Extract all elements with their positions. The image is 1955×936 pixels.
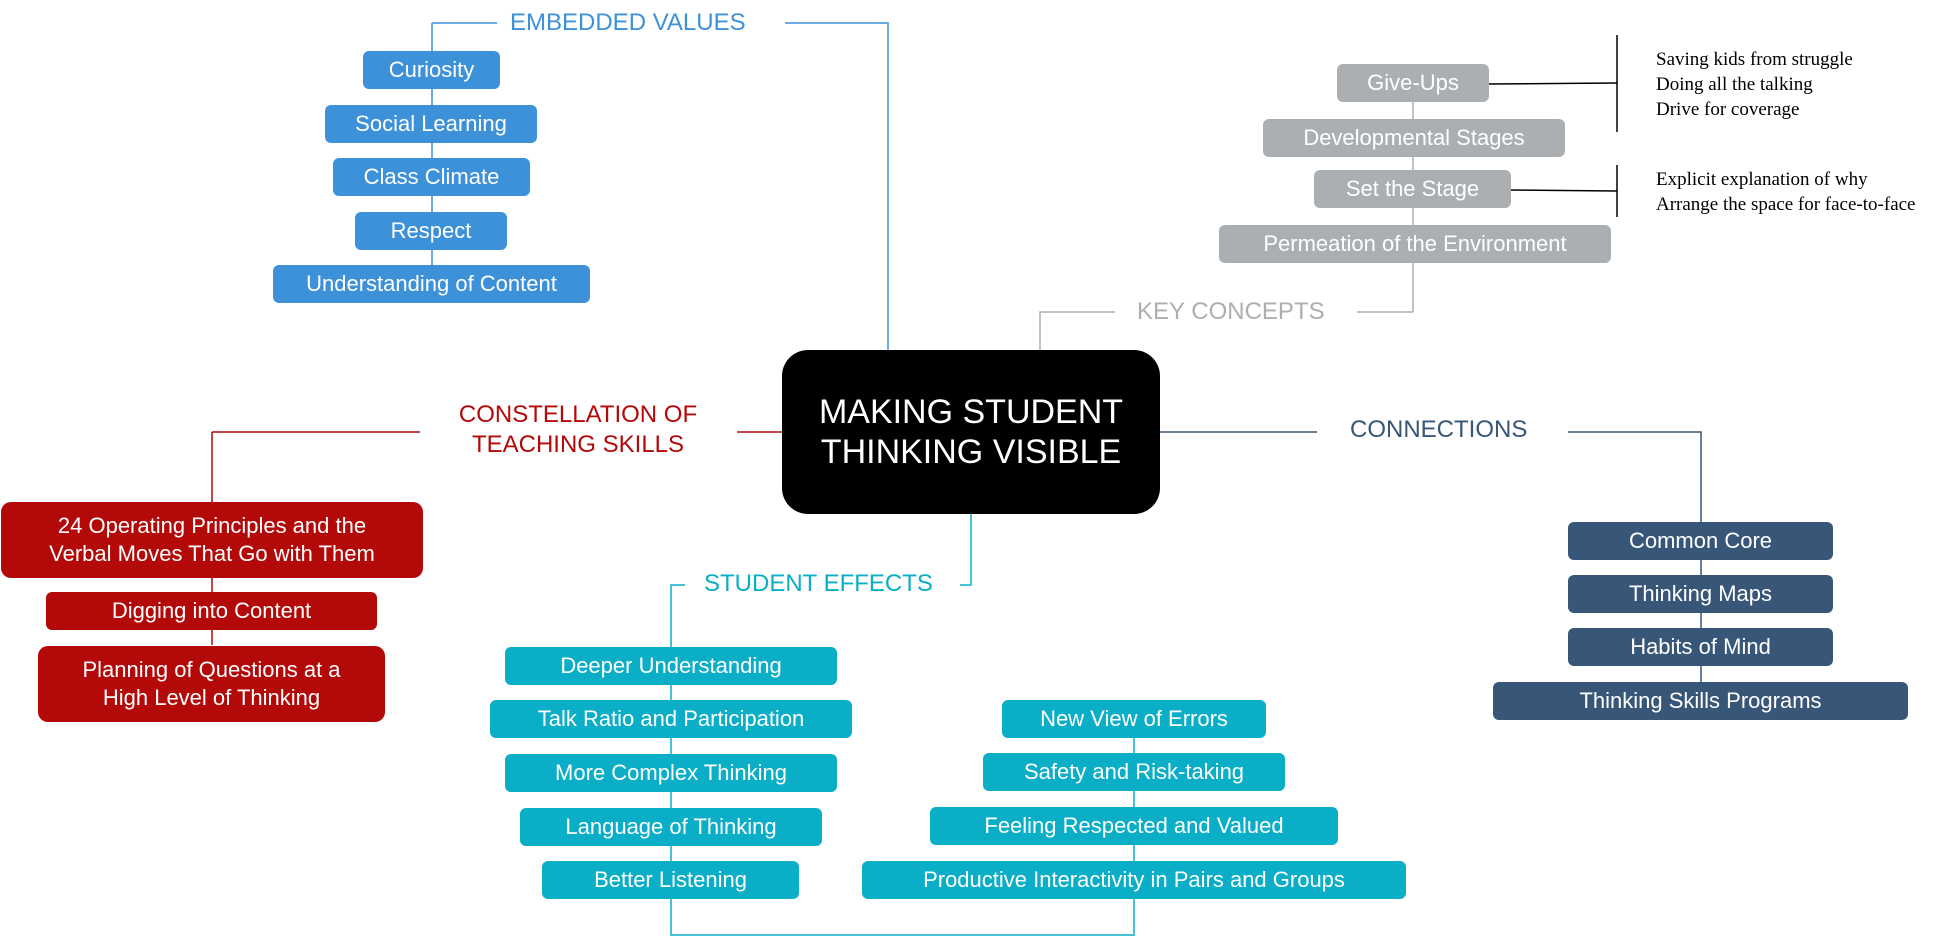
key-concept-permeation[interactable]: Permeation of the Environment xyxy=(1219,225,1611,263)
constellation-heading-line1: CONSTELLATION OF xyxy=(458,401,698,428)
give-ups-notes: Saving kids from struggle Doing all the … xyxy=(1656,47,1853,122)
constellation-heading: CONSTELLATION OF TEACHING SKILLS xyxy=(430,400,726,460)
connection-habits-of-mind[interactable]: Habits of Mind xyxy=(1568,628,1833,666)
key-concept-set-the-stage[interactable]: Set the Stage xyxy=(1314,170,1511,208)
central-topic[interactable]: MAKING STUDENT THINKING VISIBLE xyxy=(782,350,1160,514)
effect-more-complex-thinking[interactable]: More Complex Thinking xyxy=(505,754,837,792)
embedded-value-curiosity[interactable]: Curiosity xyxy=(363,51,500,89)
give-ups-note-2: Doing all the talking xyxy=(1656,74,1813,95)
effect-productive-interactivity[interactable]: Productive Interactivity in Pairs and Gr… xyxy=(862,861,1406,899)
effect-new-view-of-errors[interactable]: New View of Errors xyxy=(1002,700,1266,738)
set-stage-note-1: Explicit explanation of why xyxy=(1656,169,1868,190)
student-effects-heading: STUDENT EFFECTS xyxy=(704,570,933,597)
connection-thinking-maps[interactable]: Thinking Maps xyxy=(1568,575,1833,613)
effect-language-of-thinking[interactable]: Language of Thinking xyxy=(520,808,822,846)
embedded-value-class-climate[interactable]: Class Climate xyxy=(333,158,530,196)
connections-connectors xyxy=(1160,431,1702,718)
embedded-value-respect[interactable]: Respect xyxy=(355,212,507,250)
set-stage-note-2: Arrange the space for face-to-face xyxy=(1656,194,1916,215)
notes-brackets xyxy=(1486,35,1618,217)
central-topic-line1: MAKING STUDENT xyxy=(818,393,1124,431)
central-topic-line2: THINKING VISIBLE xyxy=(820,433,1122,471)
set-the-stage-notes: Explicit explanation of why Arrange the … xyxy=(1656,167,1916,217)
effect-deeper-understanding[interactable]: Deeper Understanding xyxy=(505,647,837,685)
connection-thinking-skills-programs[interactable]: Thinking Skills Programs xyxy=(1493,682,1908,720)
key-concept-give-ups[interactable]: Give-Ups xyxy=(1337,64,1489,102)
give-ups-note-3: Drive for coverage xyxy=(1656,99,1800,120)
constellation-heading-line2: TEACHING SKILLS xyxy=(471,431,685,458)
constellation-planning-questions[interactable]: Planning of Questions at a High Level of… xyxy=(38,646,385,722)
operating-principles-line2: Verbal Moves That Go with Them xyxy=(49,541,375,566)
planning-questions-line1: Planning of Questions at a xyxy=(82,657,341,682)
effect-talk-ratio[interactable]: Talk Ratio and Participation xyxy=(490,700,852,738)
embedded-value-social-learning[interactable]: Social Learning xyxy=(325,105,537,143)
effect-feeling-respected[interactable]: Feeling Respected and Valued xyxy=(930,807,1338,845)
operating-principles-line1: 24 Operating Principles and the xyxy=(57,513,367,538)
key-concepts-heading: KEY CONCEPTS xyxy=(1137,298,1325,325)
effect-better-listening[interactable]: Better Listening xyxy=(542,861,799,899)
connection-common-core[interactable]: Common Core xyxy=(1568,522,1833,560)
embedded-value-understanding-of-content[interactable]: Understanding of Content xyxy=(273,265,590,303)
planning-questions-line2: High Level of Thinking xyxy=(102,685,321,710)
constellation-operating-principles[interactable]: 24 Operating Principles and the Verbal M… xyxy=(1,502,423,578)
effect-safety-and-risk-taking[interactable]: Safety and Risk-taking xyxy=(983,753,1285,791)
connections-heading: CONNECTIONS xyxy=(1350,416,1528,443)
embedded-values-heading: EMBEDDED VALUES xyxy=(510,9,746,36)
key-concept-developmental-stages[interactable]: Developmental Stages xyxy=(1263,119,1565,157)
give-ups-note-1: Saving kids from struggle xyxy=(1656,49,1853,70)
constellation-digging-into-content[interactable]: Digging into Content xyxy=(46,592,377,630)
